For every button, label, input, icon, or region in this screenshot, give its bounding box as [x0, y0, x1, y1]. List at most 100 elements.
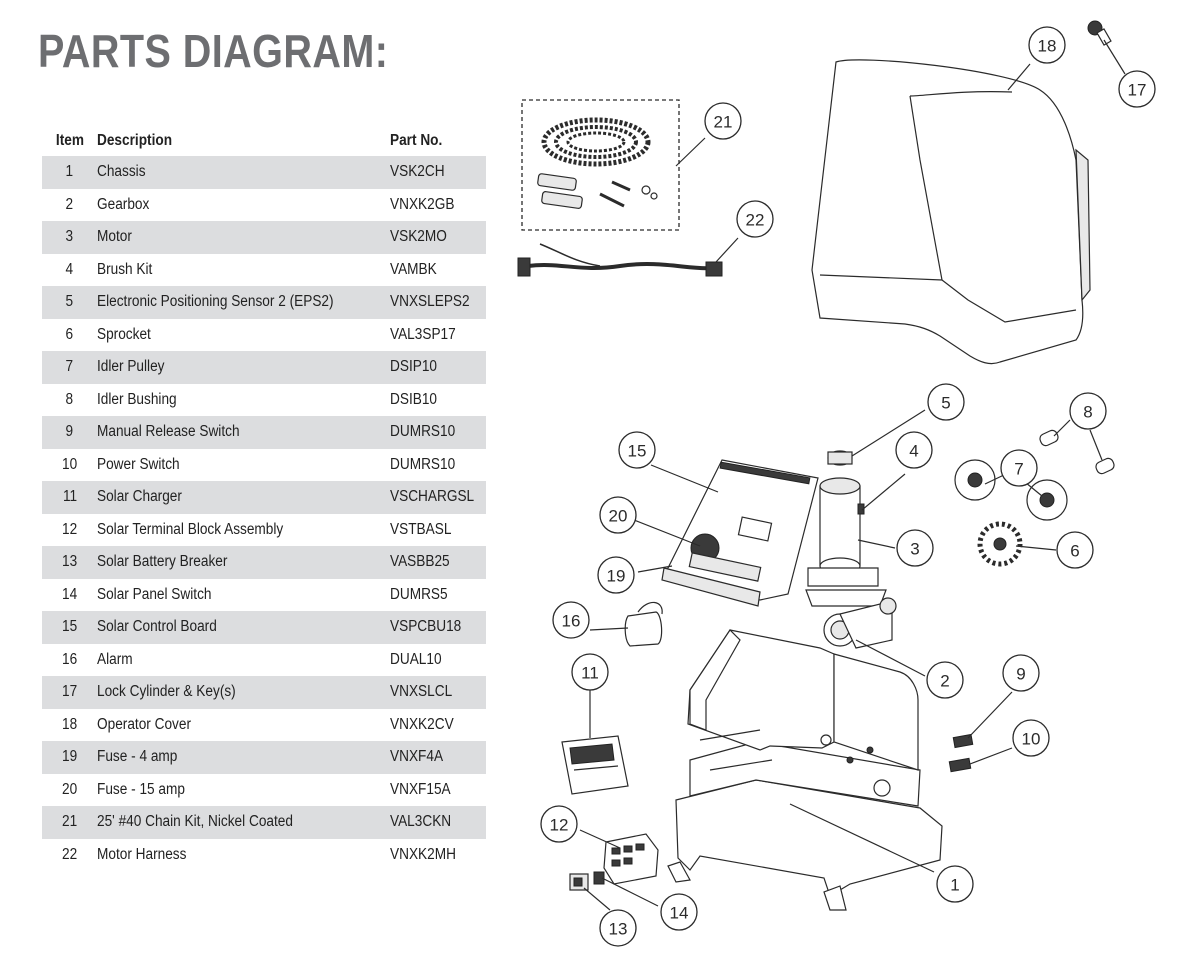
table-header-row: Item Description Part No.: [42, 126, 486, 156]
callout-circle: [1012, 719, 1050, 757]
table-row: 22 Motor Harness VNXK2MH: [42, 839, 486, 872]
cell-item: 22: [62, 845, 78, 863]
callout-7: 7: [1000, 449, 1038, 487]
cell-part-no: VNXSLEPS2: [390, 286, 486, 319]
cell-part-no: DUAL10: [390, 650, 442, 668]
callout-label: 16: [562, 612, 581, 631]
callout-circle: [571, 653, 609, 691]
callout-1: 1: [936, 865, 974, 903]
callout-17: 17: [1118, 70, 1156, 108]
callout-15: 15: [618, 431, 656, 469]
cell-description: Motor: [97, 221, 391, 254]
callout-label: 9: [1016, 665, 1025, 684]
page-title: PARTS DIAGRAM:: [38, 25, 389, 77]
cell-description: Solar Charger: [97, 481, 391, 514]
chain-kit-box: [521, 99, 680, 231]
solar-charger-drawing: [561, 735, 629, 795]
callout-5: 5: [927, 383, 965, 421]
gearbox-drawing: [823, 597, 897, 649]
callout-label: 18: [1038, 37, 1057, 56]
breaker-and-switch-drawing: [569, 871, 605, 891]
cell-part-no: VNXF4A: [390, 741, 486, 774]
callout-circle: [896, 529, 934, 567]
chassis-drawing: [667, 629, 943, 911]
callout-20: 20: [599, 496, 637, 534]
callout-19: 19: [597, 556, 635, 594]
callout-label: 19: [607, 567, 626, 586]
switches-drawing: [948, 733, 974, 773]
cell-description: Sprocket: [97, 325, 152, 343]
cell-item: 3: [42, 221, 98, 254]
cell-description: Operator Cover: [97, 715, 192, 733]
callout-circle: [1069, 392, 1107, 430]
table-row: 8 Idler Bushing DSIB10: [42, 384, 486, 417]
header-part-no: Part No.: [390, 132, 443, 149]
callout-12: 12: [540, 805, 578, 843]
callout-label: 11: [581, 664, 599, 683]
cell-part-no: VAL3CKN: [390, 806, 486, 839]
callout-circle: [597, 556, 635, 594]
callout-label: 17: [1128, 81, 1147, 100]
cell-description: Chassis: [97, 156, 391, 189]
cell-description: Motor Harness: [97, 845, 187, 863]
cell-item: 4: [65, 260, 74, 278]
callout-label: 13: [609, 920, 628, 939]
callout-13: 13: [599, 909, 637, 947]
cell-part-no: VAMBK: [390, 260, 438, 278]
idler-bushing-drawing: [1039, 429, 1115, 475]
cell-item: 14: [62, 585, 78, 603]
callout-label: 3: [910, 540, 919, 559]
cell-part-no: VNXK2CV: [390, 715, 455, 733]
callout-8: 8: [1069, 392, 1107, 430]
cell-description: Solar Control Board: [97, 611, 391, 644]
callout-6: 6: [1056, 531, 1094, 569]
callout-9: 9: [1002, 654, 1040, 692]
cell-description: 25' #40 Chain Kit, Nickel Coated: [97, 806, 391, 839]
cell-item: 20: [62, 780, 78, 798]
callout-circle: [1056, 531, 1094, 569]
callout-circle: [736, 200, 774, 238]
cell-item: 11: [42, 481, 98, 514]
cell-description: Idler Bushing: [97, 390, 177, 408]
cell-description: Solar Terminal Block Assembly: [97, 520, 284, 538]
cell-part-no: VNXK2MH: [390, 845, 457, 863]
callout-circle: [926, 661, 964, 699]
cell-part-no: DUMRS5: [390, 585, 448, 603]
cell-description: Solar Panel Switch: [97, 585, 212, 603]
cell-item: 9: [42, 416, 98, 449]
callout-4: 4: [895, 431, 933, 469]
callout-2: 2: [926, 661, 964, 699]
cell-item: 21: [42, 806, 98, 839]
cell-part-no: DSIB10: [390, 390, 438, 408]
callout-label: 12: [550, 816, 569, 835]
cell-description: Gearbox: [97, 195, 150, 213]
motor-drawing: [805, 477, 887, 607]
cell-part-no: VASBB25: [390, 546, 486, 579]
cell-part-no: VSTBASL: [390, 520, 452, 538]
callout-circle: [540, 805, 578, 843]
callout-circle: [895, 431, 933, 469]
callout-circle: [599, 496, 637, 534]
cell-item: 8: [65, 390, 74, 408]
cell-part-no: VSPCBU18: [390, 611, 486, 644]
cell-item: 1: [42, 156, 98, 189]
cell-part-no: VSCHARGSL: [390, 481, 486, 514]
cell-description: Manual Release Switch: [97, 416, 391, 449]
cell-part-no: DUMRS10: [390, 455, 456, 473]
callout-circle: [599, 909, 637, 947]
eps2-sensor-drawing: [827, 450, 853, 466]
cell-part-no: DSIP10: [390, 351, 486, 384]
cell-description: Alarm: [97, 650, 133, 668]
callout-22: 22: [736, 200, 774, 238]
